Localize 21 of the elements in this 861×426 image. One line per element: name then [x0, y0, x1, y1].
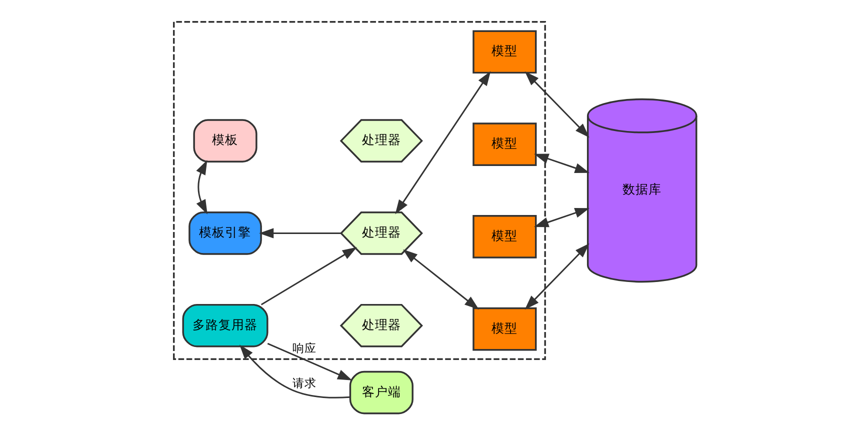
arrow: [402, 249, 480, 310]
node-box: 模型: [472, 307, 537, 351]
arrow: [524, 71, 590, 138]
arrow: [534, 154, 590, 173]
edge-label: 响应: [292, 341, 316, 356]
node-box: 模型: [472, 215, 537, 258]
arrow: [239, 344, 350, 398]
arrow: [524, 243, 590, 310]
arrow: [267, 342, 352, 380]
node-box: 模板: [193, 119, 258, 162]
node-box: 客户端: [349, 370, 414, 414]
edge-label: 请求: [292, 376, 316, 390]
arrow: [534, 208, 590, 228]
node-box: 模型: [472, 30, 537, 74]
arrow: [196, 160, 208, 214]
node-box: 多路复用器: [182, 304, 268, 348]
node-box: 模板引擎: [188, 212, 262, 255]
arrow: [259, 228, 342, 238]
node-box: 模型: [472, 122, 537, 166]
arrow: [260, 247, 358, 306]
arrow: [395, 71, 491, 214]
